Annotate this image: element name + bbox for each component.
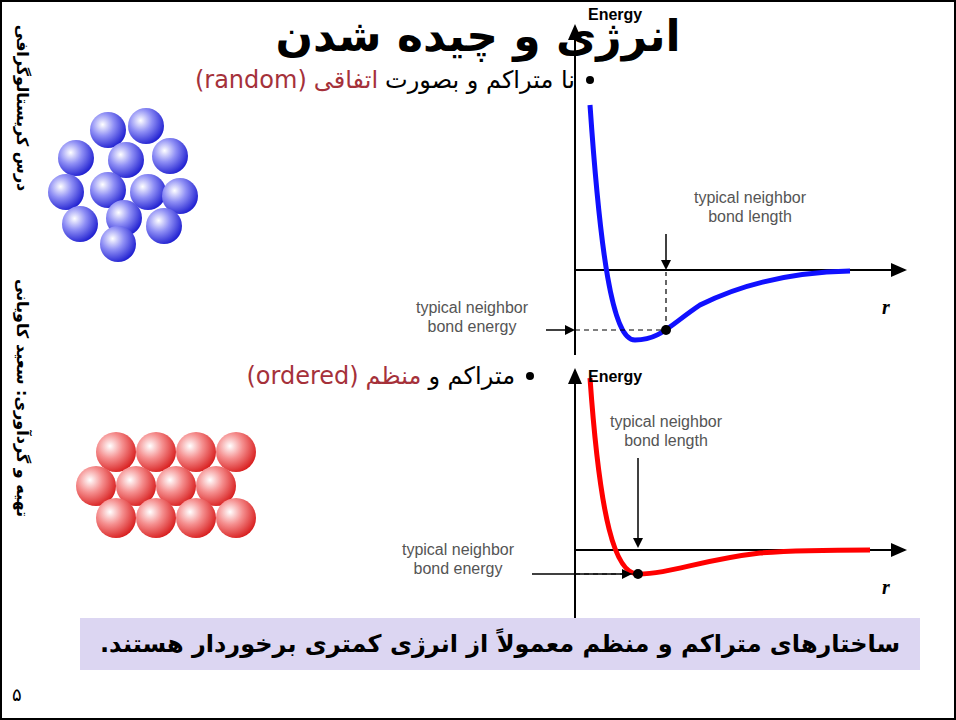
- bullet-text: نا متراکم و بصورت: [385, 66, 575, 94]
- page-number: ۵: [12, 684, 22, 705]
- random-packing: [48, 108, 198, 262]
- bullet-dot: [586, 76, 594, 84]
- highlight-word: (ordered): [246, 362, 358, 390]
- bond-energy-note: typical neighbor bond energy: [402, 298, 542, 336]
- author-credit: تهیه و گردآوری: سعید کاویانی: [13, 279, 32, 517]
- highlight-word: منظم: [366, 362, 422, 390]
- slide-title: انرژی و چیده شدن: [0, 10, 956, 61]
- course-name: درس کریستالوگرافی: [13, 25, 32, 192]
- highlight-word: (random): [195, 66, 307, 94]
- highlight-word: اتفاقی: [314, 66, 378, 94]
- axis-title: Energy: [588, 368, 642, 386]
- bullet-text: متراکم و: [428, 362, 515, 390]
- axis-title: r: [882, 576, 890, 599]
- energy-plot-random: [546, 26, 905, 355]
- energy-plot-ordered: [532, 370, 905, 655]
- bullet-line: متراکم ومنظم (ordered): [246, 362, 534, 390]
- bond-length-note: typical neighbor bond length: [596, 412, 736, 450]
- bullet-dot: [526, 372, 534, 380]
- axis-title: r: [882, 296, 890, 319]
- conclusion-text: ساختارهای متراکم و منظم معمولاً از انرژی…: [100, 630, 900, 658]
- bullet-line: نا متراکم و بصورتاتفاقی(random): [195, 66, 594, 94]
- bond-energy-note: typical neighbor bond energy: [388, 540, 528, 578]
- axis-title: Energy: [588, 6, 642, 24]
- conclusion-band: ساختارهای متراکم و منظم معمولاً از انرژی…: [80, 618, 920, 670]
- bond-length-note: typical neighbor bond length: [680, 188, 820, 226]
- ordered-packing: [76, 432, 256, 538]
